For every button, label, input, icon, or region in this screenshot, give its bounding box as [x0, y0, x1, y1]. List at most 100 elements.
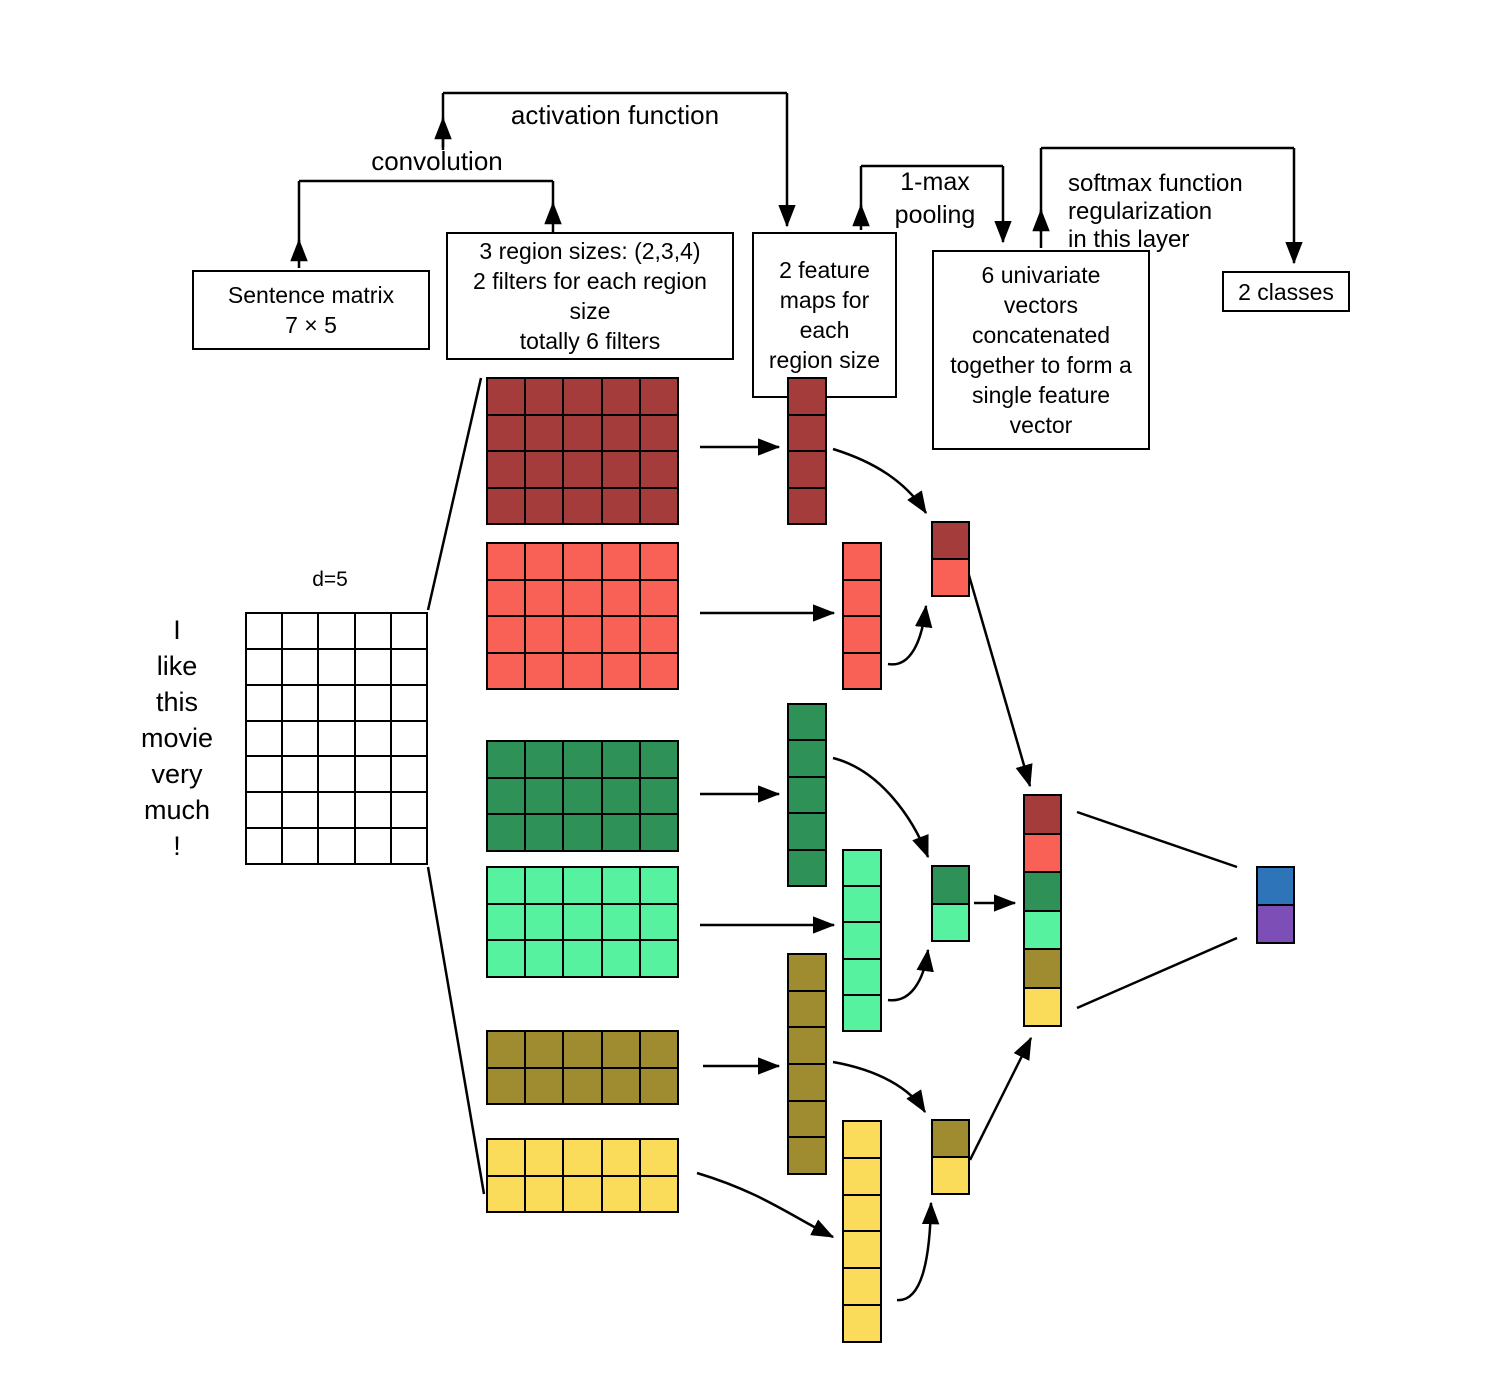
- filter-region4-2: [486, 542, 679, 690]
- grid-cell: [282, 792, 319, 829]
- grid-cell: [639, 741, 678, 778]
- grid-cell: [1024, 795, 1061, 834]
- pooled-pair-region3: [931, 865, 970, 942]
- grid-cell: [487, 1067, 526, 1104]
- grid-cell: [601, 777, 640, 815]
- grid-cell: [282, 720, 319, 757]
- grid-cell: [639, 487, 678, 524]
- sentence-word: I: [173, 614, 181, 645]
- grid-cell: [246, 684, 283, 721]
- sentence-word: this: [155, 686, 199, 717]
- grid-cell: [788, 1027, 826, 1064]
- grid-cell: [487, 543, 526, 580]
- grid-cell: [843, 652, 881, 689]
- sentence-matrix-box-line2: 7 × 5: [285, 312, 337, 338]
- grid-cell: [601, 543, 640, 580]
- dimension-label: d=5: [312, 568, 348, 591]
- grid-cell: [487, 487, 526, 524]
- grid-cell: [601, 1067, 640, 1104]
- grid-cell: [843, 616, 881, 653]
- fan-line-bottom: [426, 866, 486, 1195]
- grid-cell: [525, 903, 564, 941]
- grid-cell: [354, 720, 391, 757]
- grid-cell: [601, 940, 640, 977]
- grid-cell: [487, 652, 526, 689]
- max-pooling-label-line2: pooling: [894, 201, 976, 229]
- pool-arrow-icon: [832, 756, 930, 859]
- univariate-box-line5: single feature: [971, 382, 1111, 408]
- sentence-matrix-box-line1: Sentence matrix: [227, 282, 395, 308]
- grid-cell: [1257, 867, 1294, 905]
- grid-cell: [788, 776, 826, 814]
- grid-cell: [318, 828, 355, 864]
- grid-cell: [354, 792, 391, 829]
- grid-cell: [563, 378, 602, 415]
- grid-cell: [932, 1157, 969, 1194]
- grid-cell: [788, 378, 826, 415]
- grid-cell: [563, 867, 602, 904]
- softmax-line-bottom: [1076, 936, 1238, 1010]
- grid-cell: [601, 741, 640, 778]
- grid-cell: [843, 922, 881, 959]
- grid-cell: [1024, 910, 1061, 949]
- grid-cell: [563, 543, 602, 580]
- sentence-word: !: [173, 831, 181, 862]
- grid-cell: [843, 1305, 881, 1342]
- sentence-word: movie: [140, 722, 214, 753]
- grid-cell: [932, 1120, 969, 1157]
- feature-map-region4-1: [787, 377, 827, 525]
- grid-cell: [487, 1175, 526, 1212]
- sentence-word: much: [143, 795, 211, 826]
- feature-map-region3-1: [787, 703, 827, 887]
- region-sizes-box-line1: 3 region sizes: (2,3,4): [479, 238, 701, 264]
- grid-cell: [843, 1268, 881, 1306]
- grid-cell: [563, 741, 602, 778]
- softmax-label: softmax function regularization in this …: [1068, 170, 1298, 254]
- grid-cell: [639, 814, 678, 851]
- grid-cell: [525, 414, 564, 451]
- grid-cell: [525, 777, 564, 815]
- grid-cell: [788, 954, 826, 991]
- grid-cell: [601, 487, 640, 524]
- grid-cell: [639, 451, 678, 488]
- grid-cell: [788, 813, 826, 850]
- grid-cell: [563, 940, 602, 977]
- grid-cell: [563, 579, 602, 616]
- grid-cell: [563, 451, 602, 488]
- grid-cell: [788, 849, 826, 886]
- grid-cell: [601, 616, 640, 653]
- grid-cell: [390, 828, 427, 864]
- feature-map-region4-2: [842, 542, 882, 690]
- grid-cell: [487, 616, 526, 653]
- grid-cell: [932, 559, 969, 596]
- fan-line-top: [426, 377, 483, 611]
- grid-cell: [563, 1067, 602, 1104]
- grid-cell: [487, 451, 526, 488]
- grid-cell: [525, 940, 564, 977]
- grid-cell: [639, 1031, 678, 1068]
- grid-cell: [932, 866, 969, 904]
- feature-maps-box-line1: 2 feature: [779, 257, 870, 283]
- grid-cell: [843, 579, 881, 616]
- grid-cell: [601, 867, 640, 904]
- grid-cell: [525, 579, 564, 616]
- grid-cell: [601, 814, 640, 851]
- feature-maps-box-line4: region size: [768, 347, 881, 373]
- grid-cell: [1024, 872, 1061, 911]
- grid-cell: [246, 613, 283, 649]
- grid-cell: [525, 1031, 564, 1068]
- grid-cell: [525, 652, 564, 689]
- grid-cell: [487, 814, 526, 851]
- activation-function-label: activation function: [510, 100, 720, 130]
- conv-arrow-icon: [696, 1171, 835, 1239]
- region-sizes-box-line4: totally 6 filters: [519, 328, 661, 354]
- feature-maps-box-line3: each: [799, 317, 850, 343]
- grid-cell: [601, 652, 640, 689]
- classes-box-line1: 2 classes: [1238, 278, 1334, 305]
- grid-cell: [639, 867, 678, 904]
- grid-cell: [843, 958, 881, 995]
- grid-cell: [487, 579, 526, 616]
- grid-cell: [843, 886, 881, 923]
